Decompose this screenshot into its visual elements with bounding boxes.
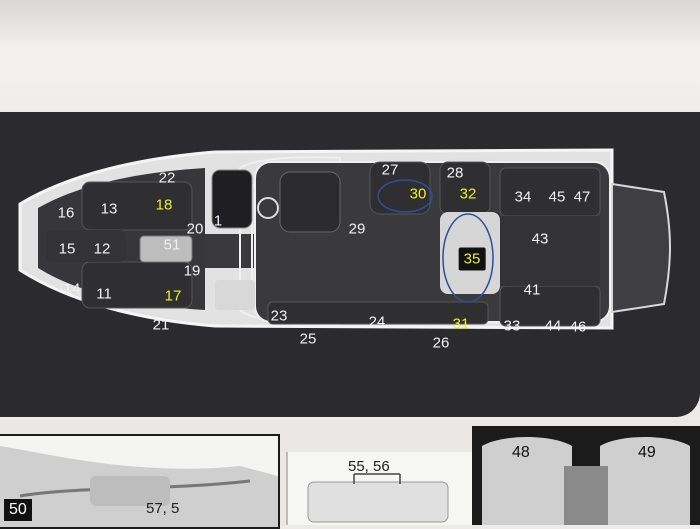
callout-51: 51 <box>163 236 181 254</box>
bow-table <box>139 235 193 263</box>
callout-20: 20 <box>186 220 204 238</box>
photo-seat-drawing <box>307 473 449 523</box>
bow-filler <box>46 230 126 262</box>
callout-21: 21 <box>152 316 170 334</box>
callout-24: 24 <box>368 313 386 331</box>
callout-46: 46 <box>569 318 587 336</box>
callout-17: 17 <box>164 287 182 305</box>
stern-bench-diagonal <box>500 216 600 286</box>
callout-44: 44 <box>544 317 562 335</box>
callout-28: 28 <box>446 164 464 182</box>
callout-22: 22 <box>158 169 176 187</box>
circle-marker-35 <box>442 213 494 303</box>
bow-cushion-top <box>81 181 193 231</box>
photo-label-50: 50 <box>4 499 32 521</box>
photo-stern-drawing <box>482 437 690 525</box>
paper-background <box>0 0 700 110</box>
callout-32: 32 <box>459 185 477 203</box>
helm-console <box>211 169 253 229</box>
swim-platform <box>611 182 671 314</box>
callout-11: 11 <box>96 285 112 303</box>
photo-label-49: 49 <box>638 444 656 461</box>
callout-41: 41 <box>523 281 541 299</box>
photo-stern-view: 48 49 <box>472 426 700 525</box>
callout-34: 34 <box>514 188 532 206</box>
callout-23: 23 <box>270 307 288 325</box>
callout-15: 15 <box>58 240 76 258</box>
callout-25: 25 <box>299 330 317 348</box>
boat-layout-diagram <box>0 112 700 417</box>
circle-marker-30 <box>377 179 433 213</box>
callout-31: 31 <box>452 315 470 333</box>
photo-label-55-56: 55, 56 <box>348 458 390 475</box>
photo-seat-detail: 55, 56 <box>286 452 472 525</box>
callout-26: 26 <box>432 334 450 352</box>
callout-45: 45 <box>548 188 566 206</box>
callout-16: 16 <box>57 204 75 222</box>
callout-14: 14 <box>63 280 81 298</box>
callout-47: 47 <box>573 188 591 206</box>
passenger-console <box>215 280 255 310</box>
driver-seat <box>279 171 341 233</box>
bow-cushion-bottom <box>81 261 193 309</box>
callout-18: 18 <box>155 196 173 214</box>
callout-30: 30 <box>409 185 427 203</box>
photo-label-48: 48 <box>512 444 530 461</box>
photo-rear-view: 50 57, 5 <box>0 434 280 529</box>
photo-rear-drawing <box>0 446 278 527</box>
callout-35: 35 <box>458 247 486 271</box>
callout-19: 19 <box>183 262 201 280</box>
callout-27: 27 <box>381 161 399 179</box>
long-seat-bottom <box>267 301 489 325</box>
photo-label-57: 57, 5 <box>146 500 180 517</box>
callout-29: 29 <box>348 220 366 238</box>
callout-43: 43 <box>531 230 549 248</box>
boat-drawing <box>18 148 671 330</box>
callout-1: 1 <box>213 212 223 230</box>
seat-back-port <box>369 161 431 215</box>
callout-12: 12 <box>93 240 111 258</box>
steering-wheel <box>257 197 279 219</box>
callout-13: 13 <box>100 200 118 218</box>
callout-33: 33 <box>503 317 521 335</box>
